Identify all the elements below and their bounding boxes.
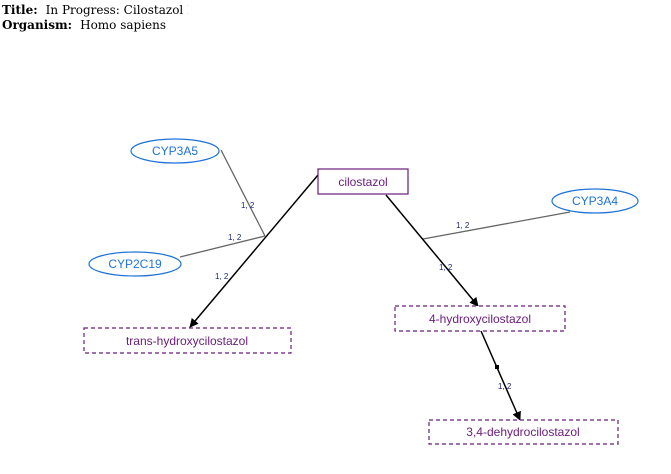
reaction-anchor <box>495 365 499 369</box>
node-cyp3a4[interactable]: CYP3A4 <box>551 188 639 214</box>
node-trans-hydroxycilostazol[interactable]: trans-hydroxycilostazol <box>83 327 292 354</box>
node-3-4-dehydrocilostazol[interactable]: 3,4-dehydrocilostazol <box>428 419 619 445</box>
organism-value: Homo sapiens <box>80 18 167 32</box>
organism-line: Organism: Homo sapiens <box>2 18 166 32</box>
edge-label-4hydroxy: 1, 2 <box>439 263 453 272</box>
node-4-hydroxycilostazol-label: 4-hydroxycilostazol <box>429 312 531 326</box>
edge-label-trans: 1, 2 <box>215 272 229 281</box>
organism-label: Organism: <box>2 18 73 32</box>
title-value: In Progress: Cilostazol Pathway, P <box>45 3 188 17</box>
node-cilostazol-label: cilostazol <box>338 175 387 189</box>
node-3-4-dehydrocilostazol-label: 3,4-dehydrocilostazol <box>466 425 579 439</box>
edge-label-cyp2c19: 1, 2 <box>228 233 242 242</box>
node-cyp3a5-label: CYP3A5 <box>152 144 198 158</box>
node-cyp3a4-label: CYP3A4 <box>572 194 618 208</box>
node-trans-hydroxycilostazol-label: trans-hydroxycilostazol <box>126 334 248 348</box>
edge-cilostazol-to-4hydroxy[interactable] <box>385 194 479 307</box>
node-cyp3a5[interactable]: CYP3A5 <box>130 138 220 164</box>
edge-label-dehydro: 1, 2 <box>498 382 512 391</box>
edge-4hydroxy-to-dehydro[interactable] <box>480 330 521 421</box>
edge-cyp2c19[interactable] <box>179 235 266 258</box>
edge-cyp3a5[interactable] <box>220 149 266 237</box>
title-line: Title: In Progress: Cilostazol Pathway, P <box>2 3 188 17</box>
edge-label-cyp3a5: 1, 2 <box>241 201 255 210</box>
edge-label-cyp3a4: 1, 2 <box>456 221 470 230</box>
node-4-hydroxycilostazol[interactable]: 4-hydroxycilostazol <box>394 305 566 332</box>
node-cilostazol[interactable]: cilostazol <box>317 168 409 195</box>
edge-cilostazol-to-trans[interactable] <box>189 174 319 328</box>
title-label: Title: <box>2 3 38 17</box>
edge-cyp3a4[interactable] <box>422 211 571 240</box>
node-cyp2c19-label: CYP2C19 <box>108 257 162 271</box>
node-cyp2c19[interactable]: CYP2C19 <box>88 251 182 277</box>
